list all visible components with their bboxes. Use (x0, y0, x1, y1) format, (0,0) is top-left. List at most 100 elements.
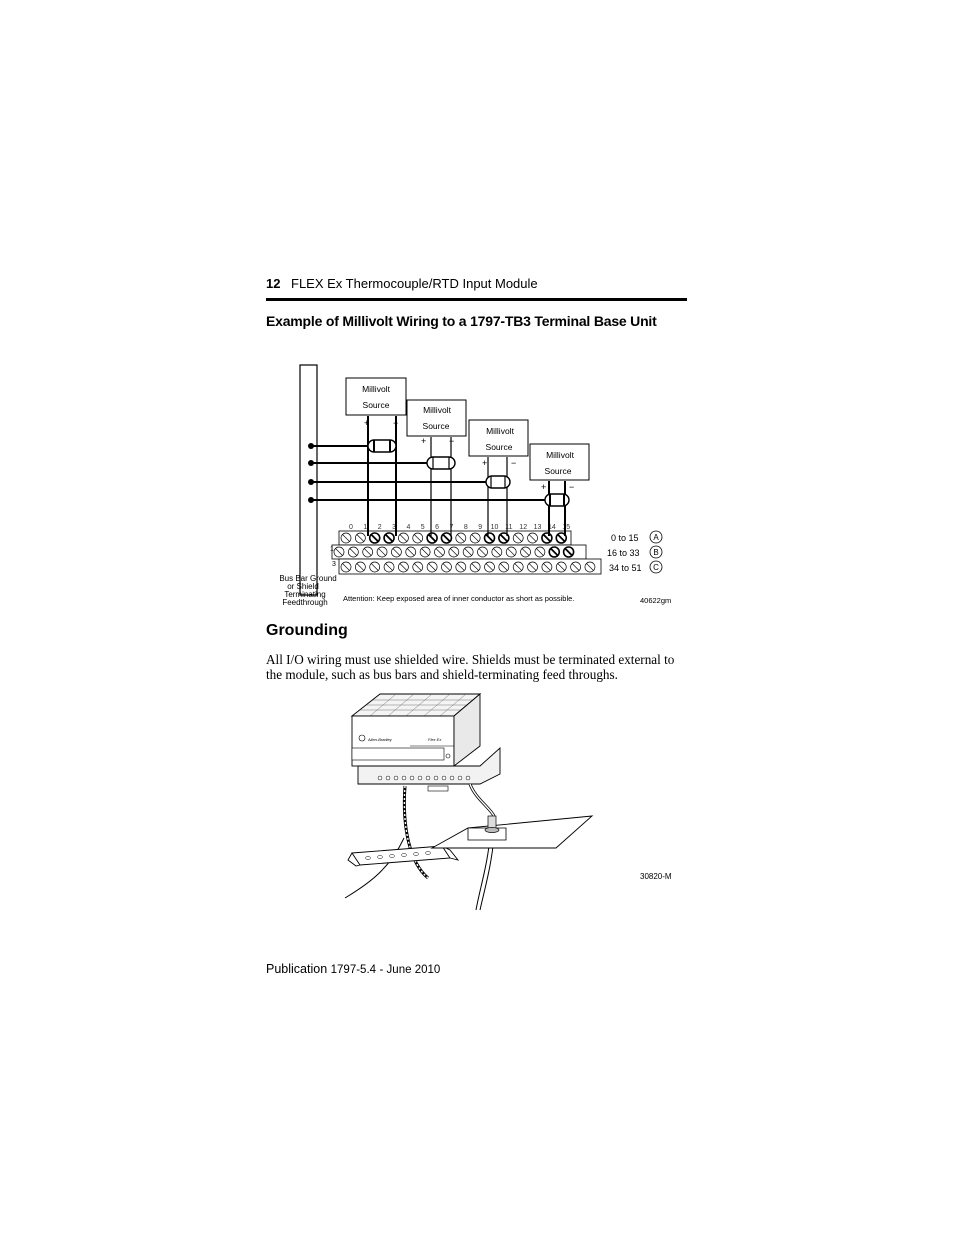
screw-slot (557, 563, 565, 571)
grounding-figure-id: 30820-M (640, 872, 672, 881)
shielded-cable (402, 785, 429, 880)
shield-oval (485, 475, 511, 489)
terminal-number: 0 (349, 524, 353, 531)
source-box (406, 399, 467, 437)
bus-bar-label-line: or Shield (287, 582, 319, 591)
wiring-section-title: Example of Millivolt Wiring to a 1797-TB… (266, 313, 657, 329)
module-screw (445, 753, 451, 759)
screw-slot (370, 563, 379, 571)
row-marker: 1 (330, 546, 334, 553)
source-box (345, 377, 407, 416)
source-wires (311, 416, 566, 536)
connection-dot (308, 497, 314, 503)
grounding-title: Grounding (266, 622, 348, 639)
terminal-number: 15 (562, 524, 570, 531)
screw-slot (485, 533, 494, 543)
terminal-number: 8 (464, 524, 468, 531)
connection-dot (308, 460, 314, 466)
minus-sign: − (393, 418, 398, 428)
cable-braid (403, 785, 429, 879)
terminal-number: 13 (534, 524, 542, 531)
minus-sign: − (449, 436, 454, 446)
source-label: Source (363, 400, 390, 410)
screw-slot (564, 547, 573, 557)
plus-sign: + (364, 418, 369, 428)
source-box (468, 419, 529, 457)
module-series: Flex Ex (428, 737, 442, 742)
screw-slot (471, 563, 479, 571)
screw-slot (442, 533, 451, 543)
terminal-row-c (340, 561, 596, 573)
bus-bar-foot (347, 852, 361, 867)
screw-slot (457, 534, 465, 542)
panel (430, 815, 594, 849)
screw-slot (514, 563, 522, 571)
screw-slot (384, 533, 394, 543)
terminal-row-a (340, 532, 568, 544)
source-label: Millivolt (423, 405, 452, 415)
source-label: Millivolt (486, 426, 515, 436)
source-box (529, 443, 590, 481)
millivolt-source-3: Millivolt Source + − (468, 419, 529, 468)
screw-slot (471, 534, 479, 542)
screw-slot (342, 563, 350, 571)
terminal-base (357, 746, 501, 785)
grounding-body: All I/O wiring must use shielded wire. S… (266, 652, 675, 682)
bus-bar-label-line: Bus Bar Ground (279, 574, 336, 583)
screw-slot (543, 563, 551, 571)
shield-oval (426, 456, 456, 470)
screw-slot (385, 563, 393, 571)
row-letter-circle (649, 560, 663, 574)
footer-date: - June 2010 (379, 964, 441, 976)
drain-wire (344, 837, 405, 899)
shield-oval (367, 439, 397, 453)
screw-slot (550, 547, 559, 557)
screw-slot (485, 563, 494, 571)
attention-note: Attention: Keep exposed area of inner co… (343, 594, 574, 603)
screw-slot (457, 563, 465, 571)
bus-bar-holes (365, 851, 431, 860)
wiring-figure-id: 40622gm (640, 596, 671, 605)
terminal-number: 3 (392, 524, 396, 531)
bus-bar-label-line: Feedthrough (282, 598, 327, 607)
shield-oval (544, 493, 570, 507)
screw-slot (435, 548, 444, 556)
bus-bar-label-line: Terminating (284, 590, 325, 599)
footer-label: Publication (266, 962, 328, 976)
screw-slot (414, 534, 422, 542)
footer: Publication 1797-5.4 - June 2010 (266, 962, 440, 976)
plus-sign: + (541, 482, 546, 492)
ground-bus-bar (351, 845, 451, 866)
module-top-grid (360, 693, 475, 717)
terminal-number: 6 (435, 524, 439, 531)
terminal-number: 2 (378, 524, 382, 531)
row-marker: 3 (332, 561, 336, 568)
cable-core (469, 783, 495, 817)
screw-slot (342, 534, 350, 542)
screw-slot (370, 533, 379, 543)
source-label: Source (423, 421, 450, 431)
screw-slot (499, 533, 508, 543)
row-letter: C (653, 563, 659, 572)
wires-through-shields (373, 440, 565, 506)
screw-slot (500, 563, 508, 571)
connection-dot (308, 479, 314, 485)
screw-slot (557, 533, 566, 543)
bus-bar-label: Bus Bar Ground or Shield Terminating Fee… (279, 574, 336, 607)
source-label: Source (486, 442, 513, 452)
terminal-number: 12 (519, 524, 527, 531)
page-number: 12 (266, 276, 281, 291)
terminal-number: 11 (505, 524, 512, 531)
screw-slot (571, 563, 580, 571)
screw-slot (528, 534, 537, 542)
footer-pub-number: 1797-5.4 (330, 964, 377, 976)
terminal-base-screws (377, 775, 471, 781)
terminal-number: 14 (548, 524, 556, 531)
screw-slot (356, 534, 365, 542)
connection-dot (308, 443, 314, 449)
row-letter: A (653, 533, 659, 542)
screw-slot (478, 548, 487, 556)
screw-slot (363, 548, 372, 556)
din-clip (427, 785, 449, 792)
